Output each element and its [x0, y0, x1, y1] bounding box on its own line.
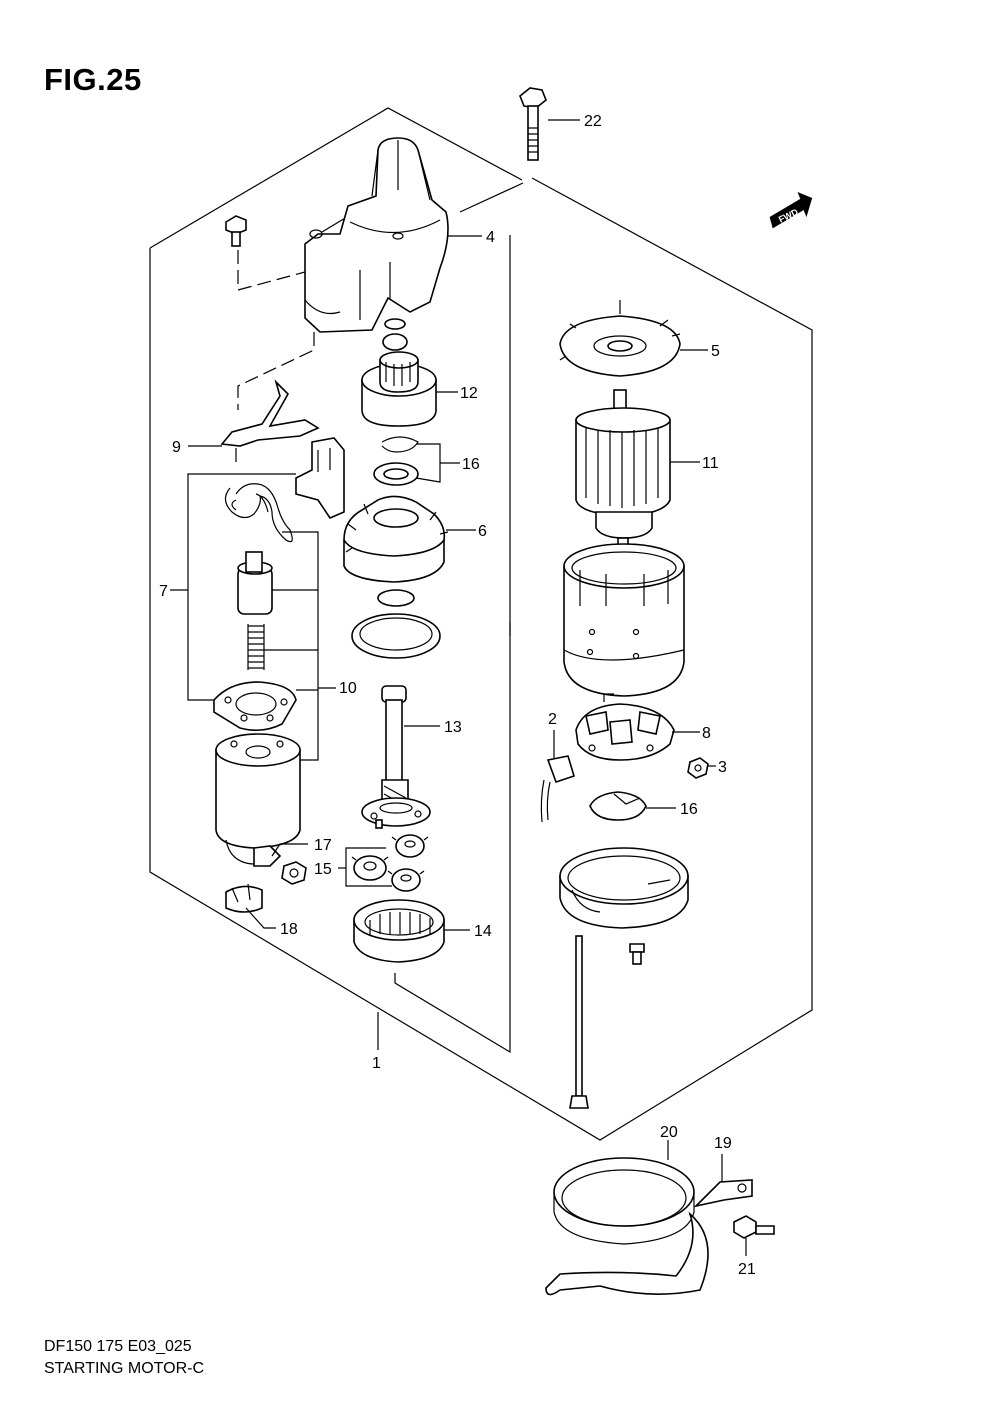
part-7-solenoid-contact — [224, 437, 345, 543]
part-6-gear-housing — [343, 495, 449, 583]
assembly-frame — [149, 107, 813, 1141]
callout-19: 19 — [714, 1135, 732, 1152]
callout-9: 9 — [172, 439, 181, 456]
part-gasket-ring — [351, 589, 441, 659]
callout-20: 20 — [660, 1124, 678, 1141]
part-12-pinion-gear — [361, 318, 437, 427]
part-22-bolt — [519, 87, 547, 161]
callout-11: 11 — [702, 455, 719, 472]
callout-5: 5 — [711, 343, 720, 360]
part-8-brush-holder — [575, 693, 675, 761]
callout-12: 12 — [460, 385, 478, 402]
part-13-drive-shaft — [361, 685, 431, 829]
fwd-arrow-icon: FWD — [769, 191, 813, 229]
alignment-lines — [235, 250, 621, 640]
callout-1: 1 — [372, 1055, 381, 1072]
part-19-bracket-plate — [693, 1179, 753, 1208]
callout-8: 8 — [702, 725, 711, 742]
callout-2: 2 — [548, 711, 557, 728]
part-5-brush-cover — [559, 315, 681, 377]
callout-7: 7 — [159, 583, 168, 600]
callout-6: 6 — [478, 523, 487, 540]
callout-21: 21 — [738, 1261, 756, 1278]
callout-15: 15 — [314, 861, 332, 878]
part-21-bolt — [733, 1215, 775, 1239]
part-solenoid-plate — [213, 681, 297, 732]
part-20-mounting-band — [545, 1157, 709, 1296]
part-16-snap-ring-and-washer — [373, 436, 419, 486]
part-9-shift-lever — [220, 379, 320, 447]
part-plunger — [237, 551, 273, 615]
part-2-brush-lead — [540, 755, 575, 823]
part-solenoid-body — [215, 733, 301, 865]
part-yoke — [563, 543, 685, 697]
part-18-clip — [225, 883, 263, 913]
part-16-thrust-washer — [589, 791, 647, 821]
callout-18: 18 — [280, 921, 298, 938]
callout-14: 14 — [474, 923, 492, 940]
part-11-armature — [575, 389, 671, 551]
callout-16-lower: 16 — [680, 801, 698, 818]
callout-22: 22 — [584, 113, 602, 130]
part-end-cover — [559, 847, 689, 929]
callout-3: 3 — [718, 759, 727, 776]
part-15-planet-gears — [351, 834, 429, 892]
part-14-internal-gear — [353, 899, 445, 963]
part-3-nut — [687, 757, 709, 779]
callout-10: 10 — [339, 680, 357, 697]
part-through-bolt — [569, 935, 589, 1109]
callout-leaders — [170, 119, 747, 1256]
cover-bolt — [225, 215, 247, 247]
diagram-name: STARTING MOTOR-C — [44, 1360, 204, 1377]
part-screw — [629, 943, 645, 965]
callout-17: 17 — [314, 837, 332, 854]
callout-13: 13 — [444, 719, 462, 736]
callout-16-upper: 16 — [462, 456, 480, 473]
part-4-solenoid-cover — [304, 137, 449, 333]
callout-labels: 22 4 5 12 11 9 16 6 7 10 13 8 2 3 16 17 … — [159, 113, 756, 1278]
callout-4: 4 — [486, 229, 495, 246]
figure-title: FIG.25 — [44, 62, 142, 97]
model-code: DF150 175 E03_025 — [44, 1338, 192, 1355]
part-17-terminal — [253, 845, 307, 885]
part-spring — [247, 624, 265, 670]
